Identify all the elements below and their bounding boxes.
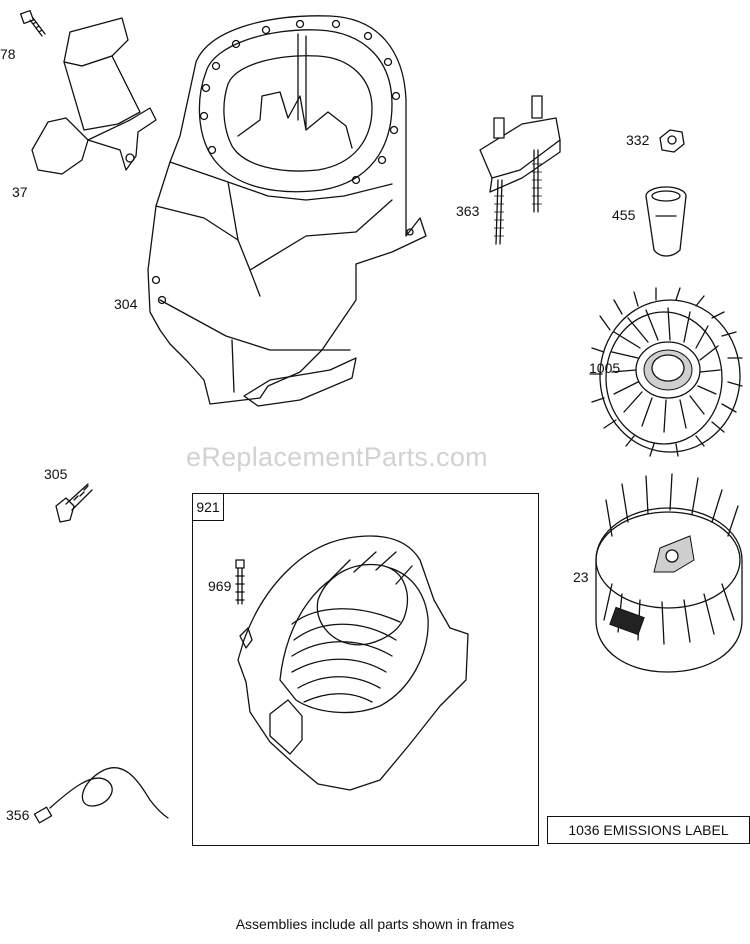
screw-969-drawing bbox=[235, 559, 245, 605]
part-number-455[interactable]: 455 bbox=[612, 207, 636, 223]
assembly-frame bbox=[192, 493, 539, 846]
part-number-304[interactable]: 304 bbox=[114, 296, 138, 312]
cup-455-drawing bbox=[645, 186, 687, 257]
blower-housing-304-drawing bbox=[147, 15, 427, 407]
bracket-363-drawing bbox=[479, 95, 561, 245]
part-number-37[interactable]: 37 bbox=[12, 184, 28, 200]
flywheel-1005-drawing bbox=[589, 287, 743, 457]
screw-305-drawing bbox=[55, 483, 93, 523]
part-number-363[interactable]: 363 bbox=[456, 203, 480, 219]
watermark: eReplacementParts.com bbox=[186, 442, 488, 472]
footnote: Assemblies include all parts shown in fr… bbox=[235, 916, 515, 932]
emissions-label-box[interactable]: 1036 EMISSIONS LABEL bbox=[547, 816, 750, 844]
part-number-969[interactable]: 969 bbox=[208, 578, 232, 594]
wire-356-drawing bbox=[33, 767, 169, 824]
deflector-37-drawing bbox=[31, 17, 157, 175]
nut-332-drawing bbox=[659, 129, 685, 153]
part-number-23[interactable]: 23 bbox=[573, 569, 589, 585]
flywheel-23-drawing bbox=[595, 473, 743, 673]
part-number-332[interactable]: 332 bbox=[626, 132, 650, 148]
part-number-78[interactable]: 78 bbox=[0, 46, 16, 62]
cover-921-drawing bbox=[237, 535, 469, 791]
screw-78-drawing bbox=[19, 9, 46, 37]
part-number-921[interactable]: 921 bbox=[192, 493, 224, 521]
part-number-356[interactable]: 356 bbox=[6, 807, 30, 823]
part-number-305[interactable]: 305 bbox=[44, 466, 68, 482]
part-number-1005[interactable]: 1005 bbox=[589, 360, 621, 376]
